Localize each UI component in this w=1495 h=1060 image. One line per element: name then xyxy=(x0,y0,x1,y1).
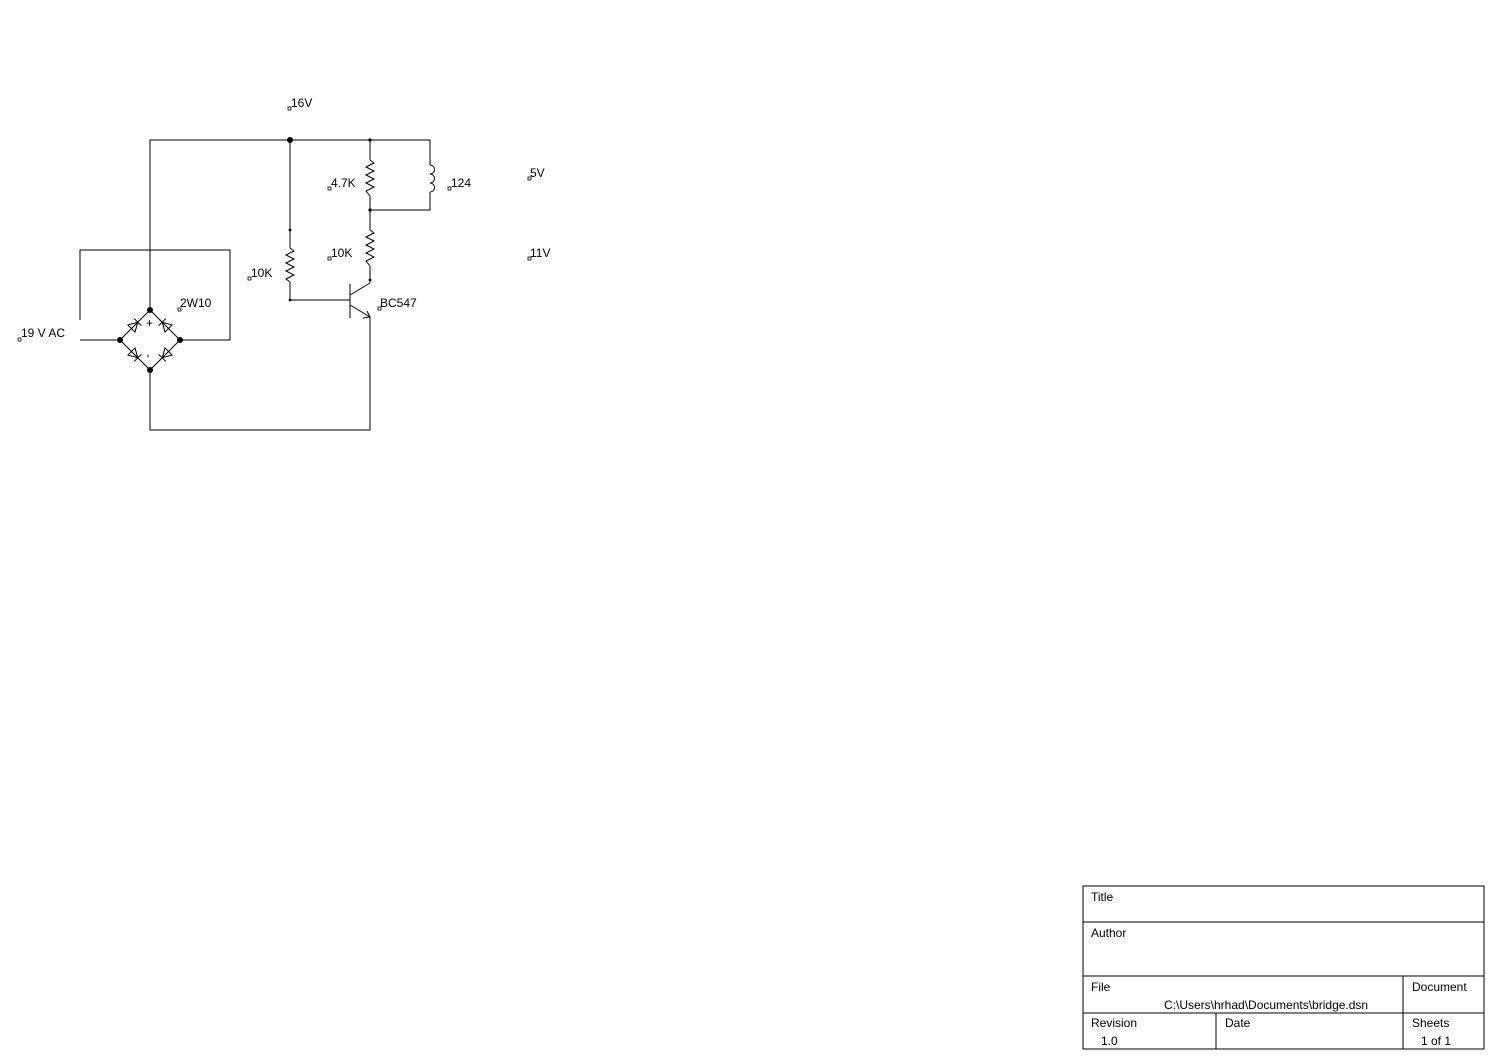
author-label: Author xyxy=(1091,926,1126,940)
junction-dot xyxy=(287,137,293,143)
bridge-node-right xyxy=(177,337,183,343)
transistor[interactable] xyxy=(349,282,371,319)
wire-rb-to-base xyxy=(289,282,350,301)
date-label: Date xyxy=(1225,1016,1251,1030)
label-anchor xyxy=(377,306,382,311)
junctions xyxy=(287,137,372,302)
revision-value: 1.0 xyxy=(1101,1034,1118,1048)
labels: 19 V AC 2W10 16V 10K 4.7K 10K 124 BC547 … xyxy=(17,96,550,342)
voltage-5v-label: 5V xyxy=(530,166,545,180)
diode-icon xyxy=(158,346,174,362)
bridge-node-top xyxy=(147,307,153,313)
wires xyxy=(79,139,431,431)
transistor-collector-leg xyxy=(349,282,371,296)
sheets-value: 1 of 1 xyxy=(1421,1034,1451,1048)
bridge-minus-sign: - xyxy=(142,354,156,358)
resistor-collector[interactable] xyxy=(364,229,376,267)
bridge-node-bottom xyxy=(147,367,153,373)
junction-dot xyxy=(368,138,372,142)
junction-dot xyxy=(368,278,372,282)
inductor[interactable] xyxy=(429,164,435,193)
resistor-icon xyxy=(284,247,296,283)
bridge-node-left xyxy=(117,337,123,343)
emitter-arrow-icon xyxy=(362,310,371,319)
label-anchor xyxy=(527,256,532,261)
resistor-collector-label: 10K xyxy=(331,246,352,260)
wire-ac-loop xyxy=(79,249,231,341)
sheets-label: Sheets xyxy=(1412,1016,1449,1030)
resistor-icon xyxy=(364,229,376,267)
title-block-frame xyxy=(1082,885,1485,1050)
inductor-icon xyxy=(429,164,435,193)
label-anchor xyxy=(287,106,292,111)
transistor-label: BC547 xyxy=(380,296,417,310)
transistor-emitter-leg xyxy=(349,304,371,318)
inductor-label: 124 xyxy=(451,176,471,190)
bridge-rectifier[interactable]: + - xyxy=(117,307,183,373)
resistor-base[interactable] xyxy=(284,247,296,283)
revision-label: Revision xyxy=(1091,1016,1137,1030)
diode-icon xyxy=(158,318,174,334)
voltage-11v-label: 11V xyxy=(530,246,550,260)
title-block: Title Author File C:\Users\hrhad\Documen… xyxy=(1082,885,1485,1050)
resistor-top-label: 4.7K xyxy=(331,176,356,190)
junction-dot xyxy=(368,208,372,212)
junction-dot xyxy=(288,298,292,302)
resistor-base-label: 10K xyxy=(251,266,272,280)
ac-source-label: 19 V AC xyxy=(21,326,65,340)
label-anchor xyxy=(177,307,182,312)
resistor-icon xyxy=(364,159,376,197)
label-anchor xyxy=(447,186,452,191)
diode-icon xyxy=(126,346,142,362)
title-label: Title xyxy=(1091,890,1114,904)
wire-inductor-bottom xyxy=(370,192,431,211)
label-anchor xyxy=(527,176,532,181)
document-label: Document xyxy=(1412,980,1467,994)
label-anchor xyxy=(327,256,332,261)
file-path-value: C:\Users\hrhad\Documents\bridge.dsn xyxy=(1164,998,1368,1012)
bridge-plus-sign: + xyxy=(146,316,153,330)
file-label: File xyxy=(1091,980,1111,994)
diode-icon xyxy=(126,318,142,334)
wire-emitter-return xyxy=(149,317,371,431)
label-anchor xyxy=(17,337,22,342)
bridge-label: 2W10 xyxy=(180,296,212,310)
label-anchor xyxy=(327,186,332,191)
junction-dot xyxy=(288,228,292,232)
label-anchor xyxy=(247,276,252,281)
rail-voltage-label: 16V xyxy=(291,96,312,110)
resistor-top[interactable] xyxy=(364,159,376,197)
